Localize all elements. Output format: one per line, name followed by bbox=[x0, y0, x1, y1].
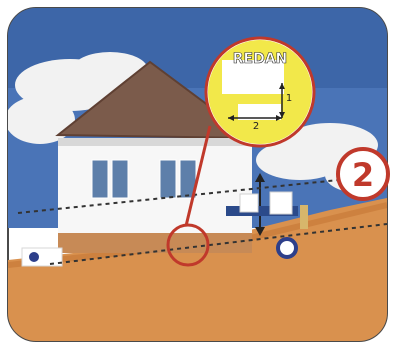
callout-dimension-width: 2 bbox=[253, 121, 259, 132]
house-wall bbox=[58, 138, 252, 248]
callout-title: REDAN bbox=[233, 51, 288, 67]
foundation-band bbox=[58, 233, 252, 253]
left-drain-icon bbox=[28, 251, 40, 263]
right-post bbox=[300, 205, 308, 229]
callout-dimension-height: 1 bbox=[286, 93, 292, 104]
window-2 bbox=[112, 160, 128, 198]
right-block-2 bbox=[270, 192, 292, 214]
window-3 bbox=[160, 160, 176, 198]
right-block-1 bbox=[240, 194, 258, 212]
drain-pipe-icon bbox=[278, 239, 296, 257]
step-badge-number: 2 bbox=[352, 156, 374, 194]
window-1 bbox=[92, 160, 108, 198]
house-fascia bbox=[58, 138, 252, 146]
